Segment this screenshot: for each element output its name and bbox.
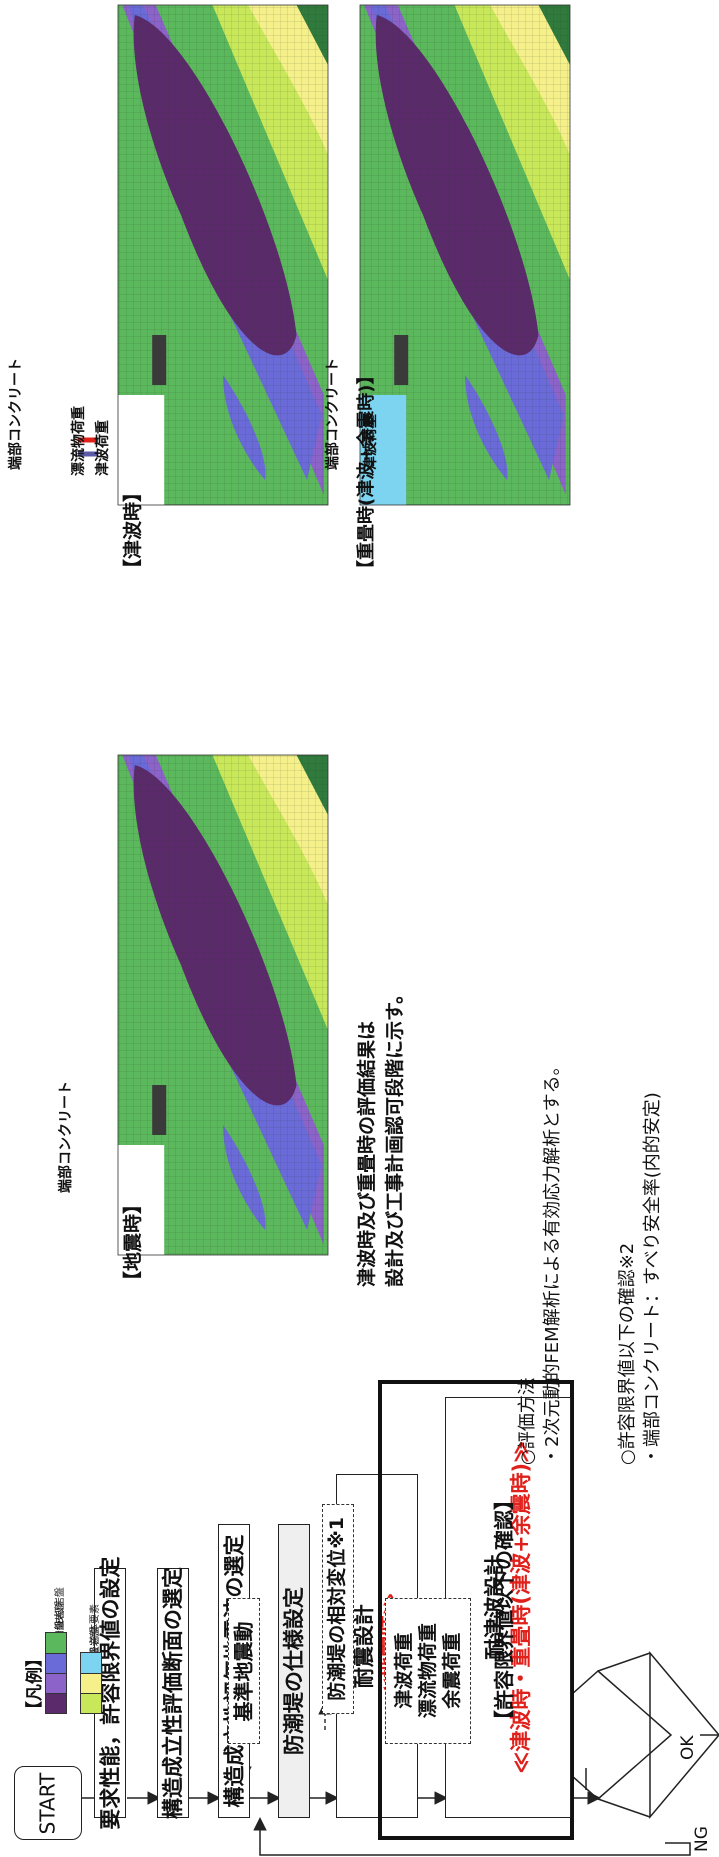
panel-overlap-water	[360, 395, 407, 505]
legend-swatch	[80, 1652, 102, 1674]
panel-overlap-concrete	[394, 335, 409, 385]
panel-overlap-title: 【重畳時(津波+余震時)】	[356, 366, 377, 578]
panel-tsunami-debris: 漂流物荷重	[71, 406, 87, 476]
panel-seismic-label: 端部コンクリート	[58, 1081, 74, 1193]
flow-step-section: 構造成立性評価断面の選定	[157, 1567, 189, 1819]
panel-overlap-border	[359, 4, 571, 506]
panel-seismic-title: 【地震時】	[122, 1194, 144, 1290]
input-ground-motion-box: 基準地震動	[228, 1598, 260, 1744]
panel-seismic-air	[118, 1145, 165, 1255]
panel-tsunami-border	[117, 4, 329, 506]
tsunami-frame	[378, 1380, 574, 1840]
input-loads-box: 津波荷重 漂流物荷重 余震荷重	[385, 1598, 471, 1744]
panel-tsunami-air	[118, 395, 165, 505]
flow-step-spec: 防潮堤の仕様設定	[278, 1524, 310, 1818]
panel-overlap-load: 津波荷重	[363, 414, 379, 470]
panel-tsunami-concrete	[152, 335, 167, 385]
panel-tsunami-title: 【津波時】	[122, 482, 144, 578]
panel-overlap-concrete: 端部コンクリート	[325, 358, 341, 470]
panel-tsunami-load: 津波荷重	[95, 420, 111, 476]
flow-start-box: START	[14, 1766, 82, 1840]
panel-seismic-border	[117, 754, 329, 1256]
input-displacement-box: 防潮堤の相対変位※1	[322, 1504, 354, 1714]
legend-swatch	[45, 1632, 67, 1654]
panel-tsunami-concrete: 端部コンクリート	[8, 358, 24, 470]
panel-seismic-concrete	[152, 1085, 167, 1135]
